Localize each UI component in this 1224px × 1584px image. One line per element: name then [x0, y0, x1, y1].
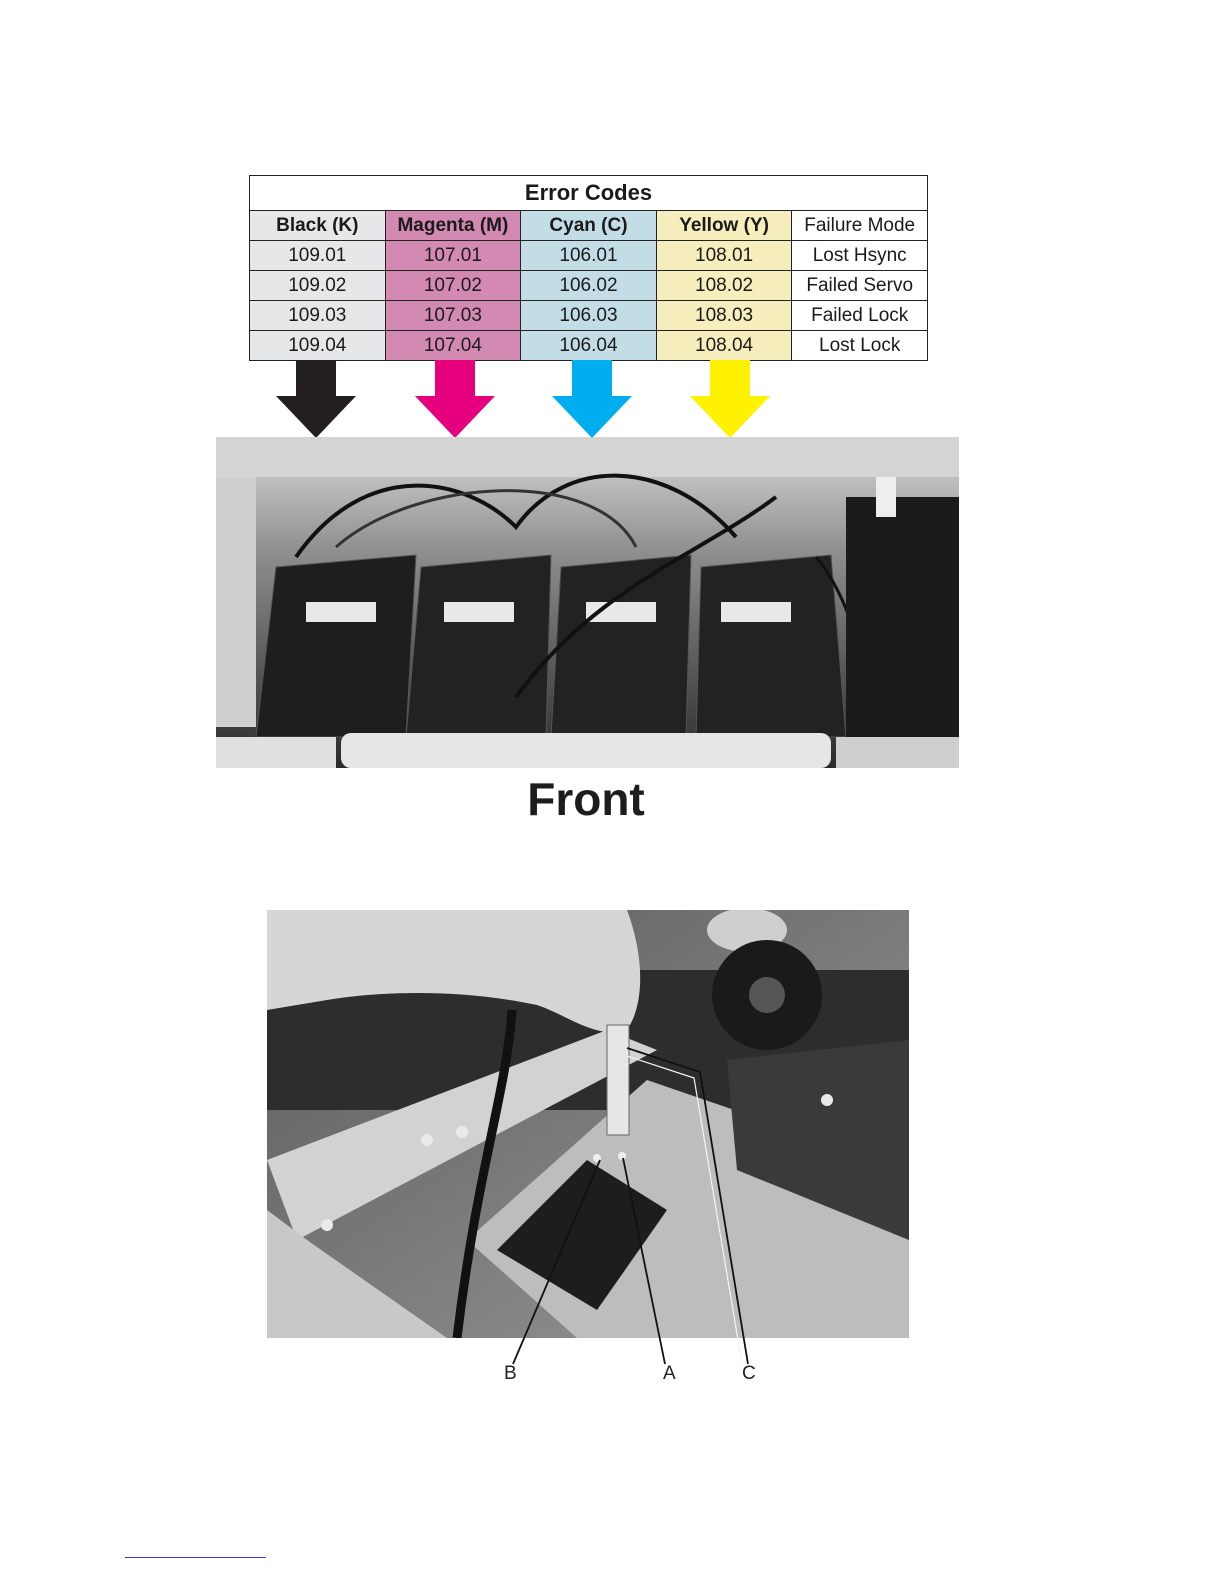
table-row: 109.01 107.01 106.01 108.01 Lost Hsync: [250, 241, 928, 271]
printhead-photo: [216, 437, 959, 768]
table-row: 109.02 107.02 106.02 108.02 Failed Servo: [250, 271, 928, 301]
callout-a: A: [663, 1363, 676, 1385]
cell-cyan: 106.02: [521, 271, 657, 301]
table-row: 109.04 107.04 106.04 108.04 Lost Lock: [250, 331, 928, 361]
cell-yellow: 108.03: [656, 301, 792, 331]
callout-b: B: [504, 1363, 517, 1385]
yellow-arrow-icon: [690, 360, 770, 438]
header-yellow: Yellow (Y): [656, 211, 792, 241]
cell-yellow: 108.02: [656, 271, 792, 301]
header-black: Black (K): [250, 211, 386, 241]
cell-failure-mode: Lost Lock: [792, 331, 928, 361]
cell-cyan: 106.01: [521, 241, 657, 271]
cell-magenta: 107.03: [385, 301, 521, 331]
cell-failure-mode: Failed Servo: [792, 271, 928, 301]
table-header-row: Black (K) Magenta (M) Cyan (C) Yellow (Y…: [250, 211, 928, 241]
cell-failure-mode: Failed Lock: [792, 301, 928, 331]
cell-failure-mode: Lost Hsync: [792, 241, 928, 271]
table-title: Error Codes: [250, 176, 928, 211]
error-codes-table: Error Codes Black (K) Magenta (M) Cyan (…: [249, 175, 928, 361]
magenta-arrow-icon: [415, 360, 495, 438]
cell-yellow: 108.01: [656, 241, 792, 271]
black-arrow-icon: [276, 360, 356, 438]
cell-cyan: 106.04: [521, 331, 657, 361]
cell-cyan: 106.03: [521, 301, 657, 331]
header-magenta: Magenta (M): [385, 211, 521, 241]
cell-black: 109.03: [250, 301, 386, 331]
cell-yellow: 108.04: [656, 331, 792, 361]
cell-magenta: 107.04: [385, 331, 521, 361]
header-cyan: Cyan (C): [521, 211, 657, 241]
cell-magenta: 107.02: [385, 271, 521, 301]
table-row: 109.03 107.03 106.03 108.03 Failed Lock: [250, 301, 928, 331]
cell-black: 109.02: [250, 271, 386, 301]
bracket-photo: [267, 910, 909, 1338]
cell-magenta: 107.01: [385, 241, 521, 271]
callout-c: C: [742, 1363, 756, 1385]
header-failure-mode: Failure Mode: [792, 211, 928, 241]
front-label: Front: [0, 772, 1172, 826]
footer-rule: [125, 1557, 266, 1558]
cell-black: 109.04: [250, 331, 386, 361]
cyan-arrow-icon: [552, 360, 632, 438]
cell-black: 109.01: [250, 241, 386, 271]
